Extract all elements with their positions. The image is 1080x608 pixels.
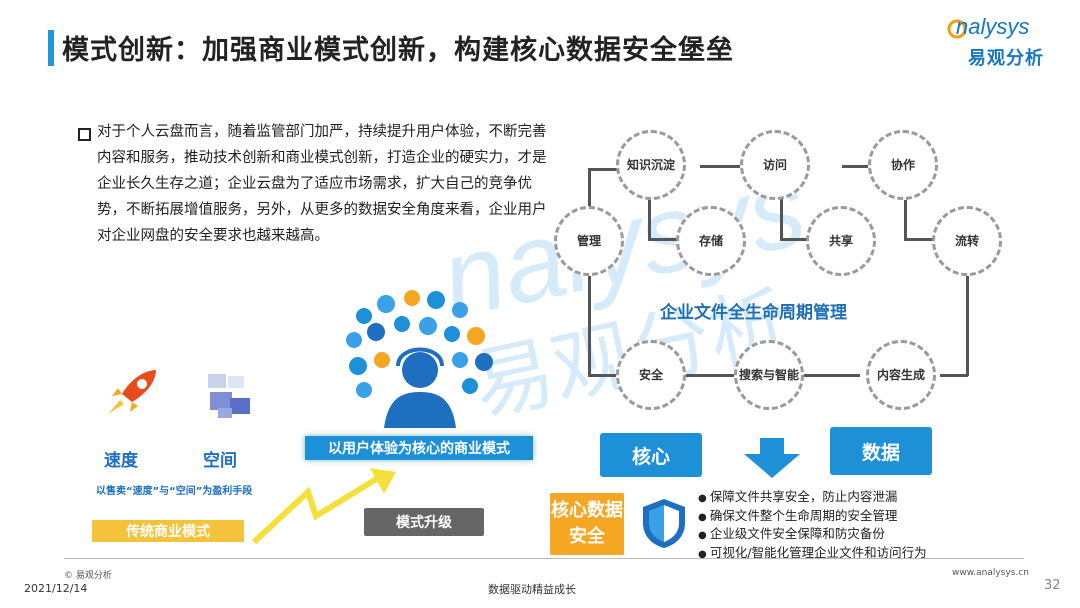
analysys-logo: nalysys 易观分析 [946,14,1056,74]
page-number: 32 [1044,578,1061,593]
list-item: 确保文件整个生命周期的安全管理 [698,508,927,527]
data-box: 数据 [830,427,932,475]
footer-slogan: 数据驱动精益成长 [488,583,576,596]
node-security: 安全 [616,340,686,410]
ux-model-box: 以用户体验为核心的商业模式 [305,436,533,460]
node-content: 内容生成 [866,340,936,410]
user-experience-icon-cluster [346,290,493,428]
upgrade-arrow-icon [251,468,396,545]
title-accent-bar [48,30,54,66]
logo-text-cn: 易观分析 [968,48,1044,69]
list-item: 企业级文件安全保障和防灾备份 [698,526,927,545]
speed-label: 速度 [104,451,138,471]
footer-copyright: © 易观分析 [64,571,112,581]
sales-means-label: 以售卖“速度”与“空间”为盈利手段 [96,486,253,497]
cloud-space-icon [208,374,250,418]
bullet-square [78,128,91,141]
page-title: 模式创新：加强商业模式创新，构建核心数据安全堡垒 [62,35,734,66]
core-box: 核心 [600,433,702,477]
node-share: 共享 [806,206,876,276]
node-collab: 协作 [868,130,938,200]
logo-a-icon [947,19,967,39]
core-data-security-box: 核心数据安全 [550,493,624,555]
node-access: 访问 [740,130,810,200]
upgrade-label: 模式升级 [364,508,484,536]
list-item: 可视化/智能化管理企业文件和访问行为 [698,545,927,564]
node-manage: 管理 [554,206,624,276]
footer-divider [64,558,1024,559]
footer-date: 2021/12/14 [24,582,88,595]
node-knowledge: 知识沉淀 [616,130,686,200]
security-list: 保障文件共享安全，防止内容泄漏 确保文件整个生命周期的安全管理 企业级文件安全保… [698,489,927,563]
list-item: 保障文件共享安全，防止内容泄漏 [698,489,927,508]
lifecycle-center-label: 企业文件全生命周期管理 [660,303,847,323]
space-label: 空间 [203,451,237,471]
footer-url: www.analysys.cn [952,568,1029,578]
arrow-down-icon [744,438,800,478]
rocket-icon [108,370,156,414]
node-storage: 存储 [676,206,746,276]
node-flow: 流转 [932,206,1002,276]
logo-text-en: nalysys [956,14,1030,39]
shield-icon [643,499,685,548]
traditional-model-box: 传统商业模式 [92,520,244,542]
node-search: 搜索与智能 [734,340,804,410]
body-paragraph: 对于个人云盘而言，随着监管部门加严，持续提升用户体验，不断完善内容和服务，推动技… [97,124,547,244]
